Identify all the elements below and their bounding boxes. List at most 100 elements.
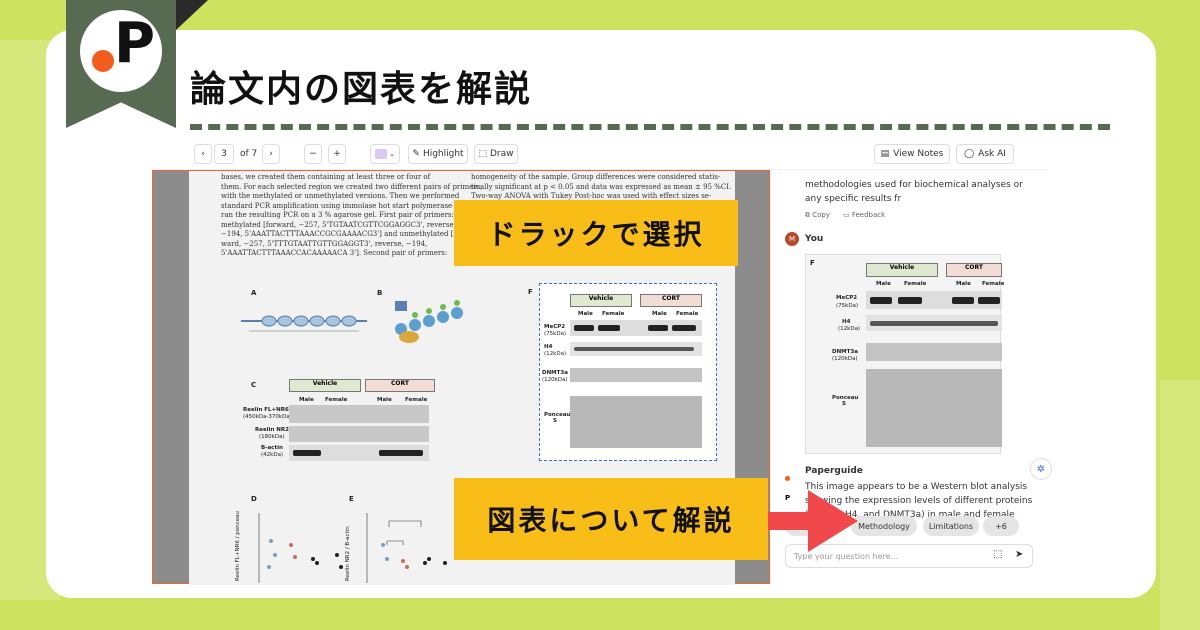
sex-label: Male xyxy=(956,281,971,287)
chevron-down-icon: ⌄ xyxy=(389,150,395,158)
copy-icon: ⧉ xyxy=(805,211,813,219)
row-label: Ponceau S xyxy=(832,395,859,407)
feedback-button[interactable]: ▭ Feedback xyxy=(843,208,885,222)
blot-strip xyxy=(866,343,1002,361)
row-label: Reelin NR2 xyxy=(255,427,289,433)
ribbon-fold xyxy=(176,0,208,30)
send-icon[interactable]: ➤ xyxy=(1015,549,1024,560)
group-cort-f: CORT xyxy=(640,294,702,307)
blot-strip xyxy=(289,405,429,423)
figure-label-d: D xyxy=(251,495,257,503)
sex-label: Female xyxy=(405,397,428,403)
paperguide-logo: P xyxy=(80,10,162,92)
logo-dot xyxy=(92,50,114,72)
copy-button[interactable]: ⧉ Copy xyxy=(805,208,830,222)
banner-title: 論文内の図表を解説 xyxy=(190,69,533,110)
arrow-body xyxy=(768,512,814,530)
callout-explain-figure: 図表について解説 xyxy=(454,478,768,560)
page-total: of 7 xyxy=(240,149,258,159)
sex-label: Female xyxy=(676,311,699,317)
row-label: Reelin FL+NR6 xyxy=(243,407,289,413)
view-notes-button[interactable]: ▤View Notes xyxy=(874,144,950,164)
blot-strip xyxy=(570,320,702,336)
row-size: (12kDa) xyxy=(544,351,567,357)
group-vehicle: Vehicle xyxy=(866,263,938,277)
color-swatch xyxy=(375,149,388,159)
user-name: You xyxy=(805,234,824,244)
screenshot-select-icon[interactable]: ⬚ xyxy=(993,549,1003,560)
question-input[interactable]: Type your question here... xyxy=(785,544,1033,568)
gene-diagram xyxy=(241,315,367,332)
figure-label-a: A xyxy=(251,289,257,297)
bot-message: This image appears to be a Western blot … xyxy=(805,482,1033,520)
row-label: DNMT3a xyxy=(832,349,858,355)
row-size: (75kDa) xyxy=(544,331,567,337)
blot-strip xyxy=(289,445,429,461)
highlight-button[interactable]: ✎Highlight xyxy=(408,144,468,164)
group-cort-c: CORT xyxy=(365,379,435,392)
sex-label: Male xyxy=(299,397,314,403)
row-label: MeCP2 xyxy=(836,295,858,301)
pen-icon: ✎ xyxy=(412,149,420,159)
blot-band xyxy=(898,297,922,304)
chip-methodology[interactable]: Methodology xyxy=(851,516,917,536)
previous-ai-message: methodologies used for biochemical analy… xyxy=(805,180,1023,204)
blot-band xyxy=(870,297,892,304)
body-text-right: homogeneity of the sample. Group differe… xyxy=(471,173,732,200)
blot-band xyxy=(978,297,1000,304)
molecule-diagram xyxy=(395,300,463,343)
highlight-label: Highlight xyxy=(422,149,464,159)
sex-label: Female xyxy=(904,281,927,287)
blot-strip xyxy=(866,291,1002,309)
blot-strip xyxy=(866,369,1002,447)
copy-label: Copy xyxy=(812,211,830,219)
row-size: (120kDa) xyxy=(832,356,858,362)
ask-ai-label: Ask AI xyxy=(978,149,1006,159)
draw-button[interactable]: ⬚Draw xyxy=(474,144,518,164)
row-size: (450kDa-370kDa) xyxy=(243,414,292,420)
chip-limitations[interactable]: Limitations xyxy=(923,516,979,536)
draw-box-icon: ⬚ xyxy=(478,149,487,159)
paperguide-avatar: P xyxy=(785,466,795,502)
user-image-attachment: F Vehicle CORT Male Female Male Female M… xyxy=(805,254,1004,454)
ask-ai-button[interactable]: ◯Ask AI xyxy=(956,144,1014,164)
scatter-plot-d xyxy=(258,513,343,583)
bot-name: Paperguide xyxy=(805,466,863,476)
arrow-right-icon xyxy=(808,490,858,552)
row-label: B-actin xyxy=(261,445,283,451)
prev-page-button[interactable]: ‹ xyxy=(194,144,212,164)
blot-band xyxy=(574,325,594,331)
avatar-letter: P xyxy=(785,494,791,502)
sex-label: Female xyxy=(602,311,625,317)
chip-more[interactable]: +6 xyxy=(983,516,1019,536)
toolbar: ‹ 3 of 7 › − + ⌄ ✎Highlight ⬚Draw ▤View … xyxy=(152,140,1048,170)
blot-band xyxy=(870,321,998,326)
row-size: (120kDa) xyxy=(542,377,568,383)
scatter-plot-e xyxy=(366,513,447,583)
blot-band xyxy=(598,325,620,331)
row-label: H4 xyxy=(544,344,553,350)
row-label: H4 xyxy=(842,319,851,325)
selection-box[interactable]: F Vehicle CORT Male Female Male Female M… xyxy=(528,283,717,461)
group-vehicle-c: Vehicle xyxy=(289,379,361,392)
dashed-divider xyxy=(190,124,1110,130)
next-page-button[interactable]: › xyxy=(262,144,280,164)
zoom-out-button[interactable]: − xyxy=(304,144,322,164)
blot-band xyxy=(293,450,321,456)
row-size: (75kDa) xyxy=(836,303,859,309)
zoom-in-button[interactable]: + xyxy=(328,144,346,164)
sex-label: Female xyxy=(325,397,348,403)
figure-label-e: E xyxy=(349,495,354,503)
view-notes-label: View Notes xyxy=(893,149,944,159)
row-label: MeCP2 xyxy=(544,324,566,330)
blot-band xyxy=(952,297,974,304)
sex-label: Male xyxy=(377,397,392,403)
figure-label-b: B xyxy=(377,289,383,297)
page-number-input[interactable]: 3 xyxy=(214,144,234,164)
blot-strip xyxy=(570,368,702,382)
blot-strip xyxy=(570,396,702,448)
group-cort: CORT xyxy=(946,263,1002,277)
sparkle-icon[interactable]: ✲ xyxy=(1030,458,1052,480)
feedback-icon: ▭ xyxy=(843,211,852,219)
color-picker-button[interactable]: ⌄ xyxy=(370,144,400,164)
